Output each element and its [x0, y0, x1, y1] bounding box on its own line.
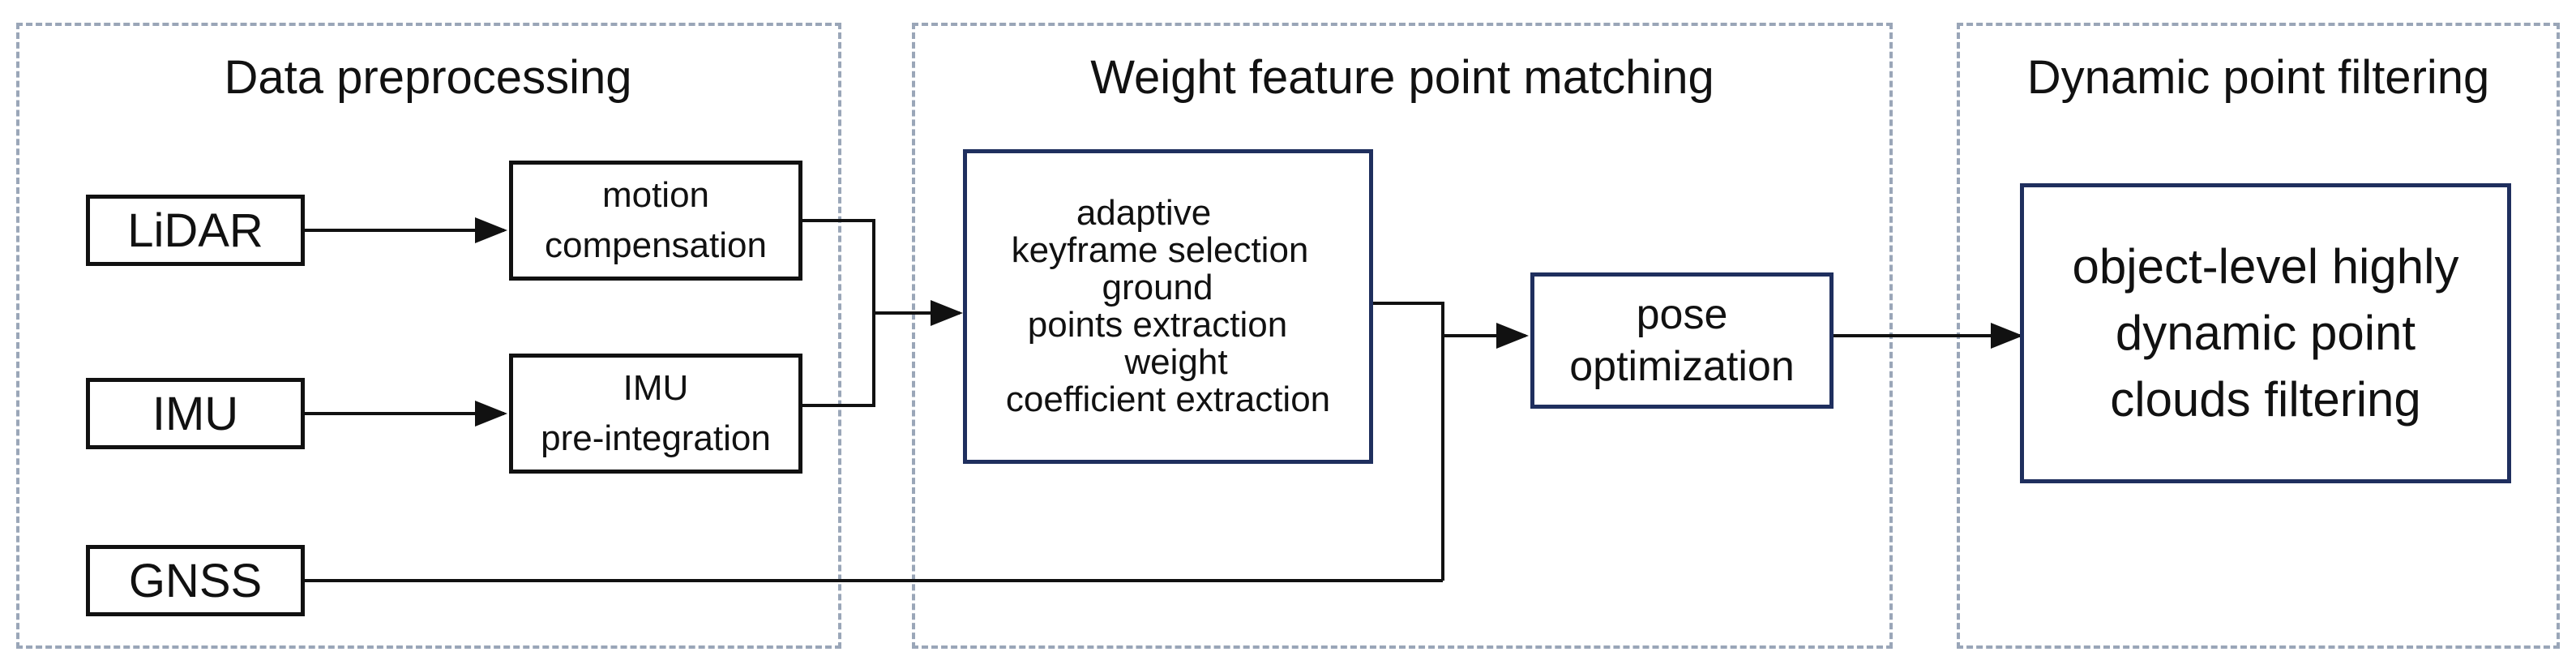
motion-compensation-box: motion compensation: [509, 161, 802, 281]
filter-line3: clouds filtering: [2110, 372, 2421, 427]
filter-line2: dynamic point: [2115, 306, 2416, 360]
section-title-matching: Weight feature point matching: [1090, 51, 1714, 104]
gnss-label: GNSS: [128, 554, 263, 607]
matching-line-points-extraction: points extraction: [1027, 305, 1288, 345]
matching-line-weight: weight: [1124, 342, 1228, 382]
line-preintegration-out: [799, 313, 875, 407]
pose-line1: pose: [1636, 291, 1728, 338]
line-matching-out: [1371, 302, 1444, 581]
lidar-input-box: LiDAR: [86, 195, 305, 266]
matching-line-keyframe-selection: keyframe selection: [1011, 230, 1309, 270]
lidar-label: LiDAR: [127, 204, 263, 257]
dynamic-filtering-box: object-level highly dynamic point clouds…: [2020, 183, 2511, 483]
section-title-filtering: Dynamic point filtering: [2026, 51, 2490, 104]
imu-preintegration-line1: IMU: [623, 368, 689, 408]
gnss-input-box: GNSS: [86, 545, 305, 616]
matching-line-ground: ground: [1102, 268, 1213, 307]
feature-matching-box: adaptive keyframe selection ground point…: [963, 149, 1373, 464]
feature-matching-text: adaptive keyframe selection ground point…: [1006, 195, 1330, 418]
imu-preintegration-box: IMU pre-integration: [509, 354, 802, 474]
imu-label: IMU: [152, 387, 239, 440]
pose-line2: optimization: [1569, 343, 1795, 390]
motion-compensation-line1: motion: [601, 175, 710, 215]
section-data-preprocessing: [16, 23, 841, 649]
imu-input-box: IMU: [86, 378, 305, 449]
section-title-preprocessing: Data preprocessing: [224, 51, 632, 104]
motion-compensation-line2: compensation: [545, 225, 767, 265]
imu-preintegration-line2: pre-integration: [541, 418, 771, 458]
matching-line-adaptive: adaptive: [1076, 193, 1212, 233]
filter-line1: object-level highly: [2072, 239, 2459, 294]
matching-line-coefficient-extraction: coefficient extraction: [1005, 380, 1331, 419]
line-motion-out: [799, 219, 875, 313]
pose-optimization-box: pose optimization: [1530, 272, 1834, 409]
